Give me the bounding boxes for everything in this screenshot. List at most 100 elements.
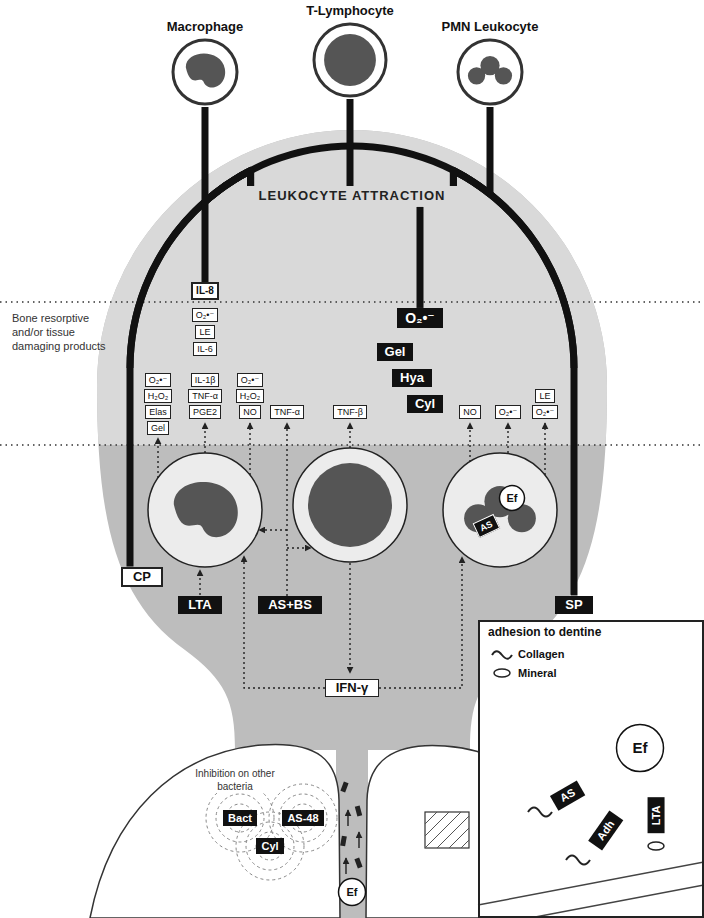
node-text: LE bbox=[199, 327, 210, 337]
macrophage-symbol: Macrophage bbox=[165, 20, 246, 107]
release-arrow bbox=[249, 423, 250, 475]
legend-text: Collagen bbox=[518, 648, 564, 660]
node-text: AS+BS bbox=[268, 598, 312, 613]
tooth-root bbox=[90, 744, 340, 918]
product-box: O₂•⁻ bbox=[237, 373, 263, 387]
bacterium bbox=[340, 836, 347, 847]
node-text: O₂•⁻ bbox=[499, 407, 517, 417]
inhibition-zones bbox=[206, 784, 337, 880]
product-box: LE bbox=[195, 325, 214, 339]
node-text: O₂•⁻ bbox=[405, 310, 434, 326]
macrophage-cell bbox=[148, 453, 262, 567]
legend-entry: Mineral bbox=[490, 667, 557, 679]
lymphocyte-symbol: T-Lymphocyte bbox=[304, 4, 396, 99]
nucleus-shape bbox=[324, 34, 376, 86]
node-text: NO bbox=[463, 407, 477, 417]
legend-sample bbox=[490, 667, 514, 679]
attraction-line bbox=[417, 207, 424, 308]
node-text: AS bbox=[558, 786, 578, 805]
node-text: LE bbox=[539, 391, 550, 401]
zone-divider bbox=[0, 301, 704, 303]
product-box: TNF-α bbox=[270, 405, 304, 419]
bacterium bbox=[354, 857, 362, 868]
cell-membrane bbox=[458, 40, 522, 104]
bacteriocin-box: Bact bbox=[223, 810, 257, 827]
product-box: TNF-α bbox=[188, 389, 222, 403]
node-text: O₂•⁻ bbox=[241, 375, 259, 385]
nucleus-lobe bbox=[495, 67, 512, 84]
bacterium-circle: Ef bbox=[499, 485, 525, 511]
adhesin-bar: LTA bbox=[648, 797, 665, 833]
product-box: H₂O₂ bbox=[236, 389, 265, 403]
factor-box-dark: LTA bbox=[178, 596, 221, 615]
cell-membrane bbox=[173, 40, 237, 104]
node-text: LTA bbox=[188, 598, 211, 613]
factor-box-dark: AS+BS bbox=[258, 596, 322, 615]
factor-box: CP bbox=[121, 567, 163, 588]
release-arrow bbox=[157, 438, 158, 478]
legend-entry: Collagen bbox=[490, 648, 564, 660]
node-text: O₂•⁻ bbox=[149, 375, 167, 385]
node-text: H₂O₂ bbox=[240, 391, 261, 401]
node-text: Bact bbox=[228, 812, 252, 825]
node-text: H₂O₂ bbox=[148, 391, 169, 401]
node-text: IL-6 bbox=[197, 344, 213, 354]
product-box: O₂•⁻ bbox=[145, 373, 171, 387]
canal-bacteria bbox=[340, 781, 362, 868]
product-box-dark: O₂•⁻ bbox=[397, 308, 442, 328]
node-text: LTA bbox=[650, 805, 663, 825]
cell-outline bbox=[311, 21, 389, 99]
product-box: O₂•⁻ bbox=[495, 405, 521, 419]
node-text: TNF-α bbox=[274, 407, 300, 417]
adhesin-bar: AS bbox=[550, 780, 585, 810]
migration-arrow bbox=[345, 858, 346, 874]
neutrophil-cell bbox=[443, 453, 557, 567]
annotation-label: Inhibition on other bacteria bbox=[193, 768, 277, 793]
dentine-hatch bbox=[425, 812, 469, 848]
release-arrow bbox=[544, 423, 545, 475]
neutrophil-symbol: PMN Leukocyte bbox=[440, 20, 541, 107]
node-text: Ef bbox=[347, 886, 358, 899]
attraction-line bbox=[453, 171, 574, 596]
lesion-region bbox=[97, 130, 607, 750]
migration-arrows bbox=[346, 810, 359, 874]
cell-nucleus bbox=[468, 56, 512, 84]
dentine-surface bbox=[478, 862, 704, 905]
product-box: O₂•⁻ bbox=[532, 405, 558, 419]
node-text: CP bbox=[133, 570, 151, 585]
node-text: adhesion to dentine bbox=[480, 622, 702, 644]
bacterium-circle: Ef bbox=[616, 724, 664, 772]
node-text: IL-8 bbox=[196, 285, 214, 297]
product-box: O₂•⁻ bbox=[192, 308, 218, 322]
bacterium-circle: Ef bbox=[338, 878, 366, 906]
inhibition-ring bbox=[216, 794, 264, 842]
product-box: NO bbox=[239, 405, 261, 419]
stimulus-arrow bbox=[199, 570, 200, 595]
inhibition-ring bbox=[279, 794, 327, 842]
activation-arrow bbox=[244, 556, 330, 688]
inhibition-ring bbox=[226, 804, 254, 832]
node-text: AS-48 bbox=[287, 812, 318, 825]
node-text: Ef bbox=[507, 492, 518, 505]
product-box: H₂O₂ bbox=[144, 389, 173, 403]
cell-outline bbox=[170, 37, 240, 107]
node-text: Gel bbox=[151, 423, 165, 433]
bacterium bbox=[340, 781, 348, 792]
zone-divider bbox=[0, 444, 704, 446]
product-box-dark: Gel bbox=[377, 343, 414, 362]
product-box: LE bbox=[535, 389, 554, 403]
node-text: PMN Leukocyte bbox=[440, 20, 541, 35]
release-arrow bbox=[507, 423, 508, 453]
migration-arrow bbox=[358, 832, 359, 848]
cytokine-arrow bbox=[349, 563, 350, 673]
node-text: NO bbox=[243, 407, 257, 417]
cytokine-box: IFN-γ bbox=[325, 679, 380, 698]
lymphocyte-cell bbox=[293, 448, 407, 562]
substance-box: AS bbox=[472, 514, 499, 538]
collagen-sample bbox=[492, 651, 512, 659]
bacterium bbox=[355, 806, 362, 817]
node-text: Macrophage bbox=[165, 20, 246, 35]
root-canal bbox=[336, 740, 368, 918]
release-arrow bbox=[349, 423, 350, 448]
attraction-line bbox=[130, 171, 251, 567]
